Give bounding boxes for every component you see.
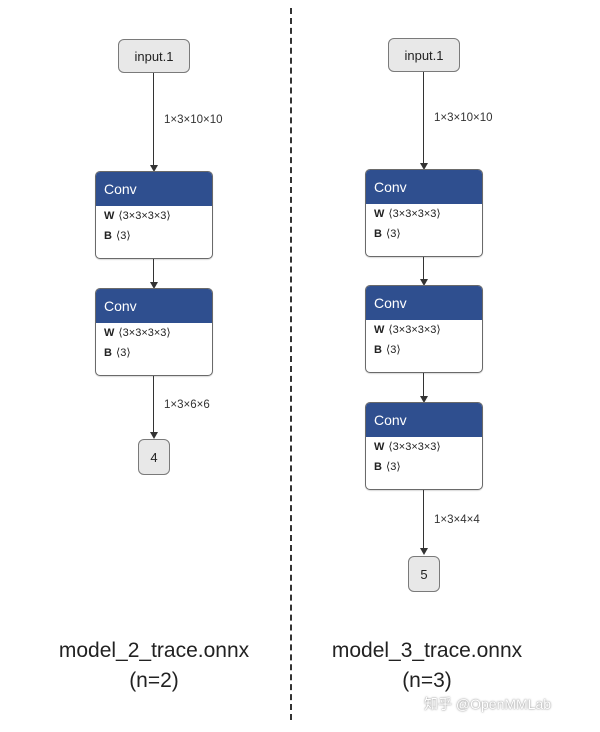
edge-arrowhead [420, 548, 428, 555]
conv-title: Conv [366, 170, 482, 204]
edge-line [423, 490, 424, 549]
conv-weight-row: W⟨3×3×3×3⟩ [366, 320, 482, 340]
weight-shape: ⟨3×3×3×3⟩ [388, 208, 441, 220]
bias-label: B [104, 347, 112, 359]
conv-title: Conv [366, 403, 482, 437]
weight-label: W [374, 441, 385, 453]
weight-shape: ⟨3×3×3×3⟩ [118, 327, 171, 339]
caption-n: (n=2) [129, 669, 179, 692]
conv-title: Conv [96, 172, 212, 206]
edge-arrowhead [150, 432, 158, 439]
conv-weight-row: W⟨3×3×3×3⟩ [96, 206, 212, 226]
conv-bias-row: B⟨3⟩ [366, 224, 482, 244]
caption-filename: model_3_trace.onnx [331, 639, 523, 662]
output-node[interactable]: 5 [408, 556, 440, 592]
conv-title: Conv [96, 289, 212, 323]
conv-bias-row: B⟨3⟩ [96, 343, 212, 363]
weight-label: W [104, 210, 115, 222]
edge-label-output: 1×3×4×4 [434, 514, 480, 526]
bias-label: B [374, 461, 382, 473]
caption-model-3: model_3_trace.onnx (n=3) [297, 636, 557, 696]
bias-label: B [374, 228, 382, 240]
center-divider [290, 8, 292, 720]
conv-weight-row: W⟨3×3×3×3⟩ [366, 437, 482, 457]
edge-arrowhead [150, 165, 158, 172]
conv-node[interactable]: Conv W⟨3×3×3×3⟩ B⟨3⟩ [365, 402, 483, 490]
weight-label: W [374, 208, 385, 220]
weight-label: W [104, 327, 115, 339]
edge-line [153, 73, 154, 166]
bias-shape: ⟨3⟩ [115, 230, 131, 242]
edge-line [153, 259, 154, 283]
edge-line [153, 376, 154, 433]
weight-shape: ⟨3×3×3×3⟩ [118, 210, 171, 222]
edge-line [423, 257, 424, 280]
edge-line [423, 373, 424, 397]
bias-label: B [374, 344, 382, 356]
caption-n: (n=3) [402, 669, 452, 692]
edge-label-output: 1×3×6×6 [164, 399, 210, 411]
input-node[interactable]: input.1 [388, 38, 460, 72]
output-node[interactable]: 4 [138, 439, 170, 475]
bias-shape: ⟨3⟩ [115, 347, 131, 359]
conv-bias-row: B⟨3⟩ [366, 340, 482, 360]
conv-bias-row: B⟨3⟩ [366, 457, 482, 477]
weight-shape: ⟨3×3×3×3⟩ [388, 441, 441, 453]
edge-arrowhead [420, 396, 428, 403]
bias-shape: ⟨3⟩ [385, 344, 401, 356]
caption-filename: model_2_trace.onnx [58, 639, 250, 662]
conv-weight-row: W⟨3×3×3×3⟩ [366, 204, 482, 224]
bias-shape: ⟨3⟩ [385, 461, 401, 473]
watermark: 知乎 @OpenMMLab [424, 696, 552, 712]
conv-node[interactable]: Conv W⟨3×3×3×3⟩ B⟨3⟩ [365, 169, 483, 257]
conv-bias-row: B⟨3⟩ [96, 226, 212, 246]
conv-node[interactable]: Conv W⟨3×3×3×3⟩ B⟨3⟩ [95, 288, 213, 376]
edge-line [423, 72, 424, 164]
conv-title: Conv [366, 286, 482, 320]
conv-node[interactable]: Conv W⟨3×3×3×3⟩ B⟨3⟩ [95, 171, 213, 259]
weight-label: W [374, 324, 385, 336]
edge-label-input: 1×3×10×10 [164, 114, 223, 126]
caption-model-2: model_2_trace.onnx (n=2) [24, 636, 284, 696]
weight-shape: ⟨3×3×3×3⟩ [388, 324, 441, 336]
edge-arrowhead [420, 163, 428, 170]
conv-weight-row: W⟨3×3×3×3⟩ [96, 323, 212, 343]
conv-node[interactable]: Conv W⟨3×3×3×3⟩ B⟨3⟩ [365, 285, 483, 373]
bias-shape: ⟨3⟩ [385, 228, 401, 240]
bias-label: B [104, 230, 112, 242]
edge-arrowhead [420, 279, 428, 286]
edge-label-input: 1×3×10×10 [434, 112, 493, 124]
input-node[interactable]: input.1 [118, 39, 190, 73]
edge-arrowhead [150, 282, 158, 289]
